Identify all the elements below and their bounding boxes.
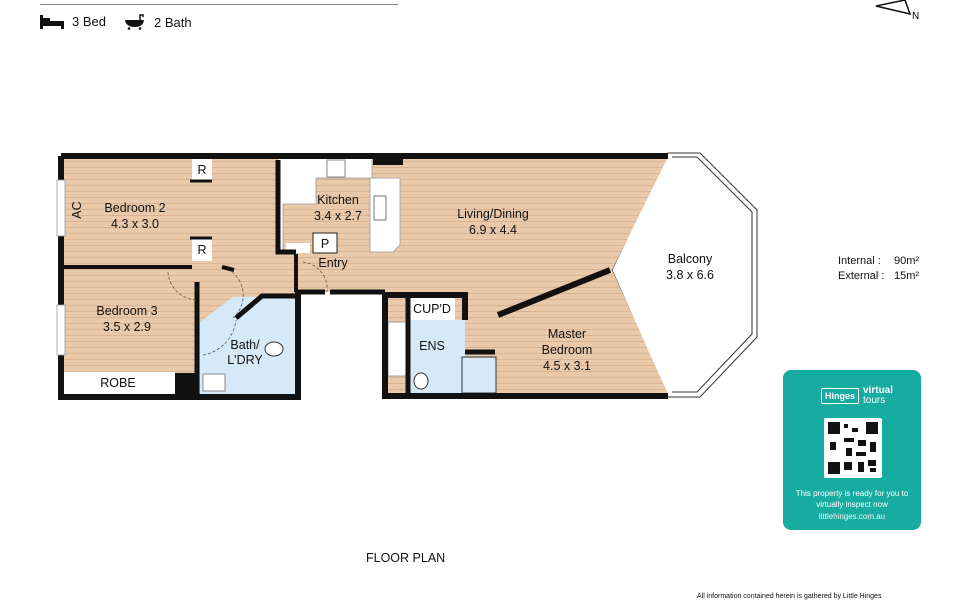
bedroom-3-label: Bedroom 3 <box>96 304 157 318</box>
shower <box>461 356 497 394</box>
robe-r2 <box>192 238 212 261</box>
r2-label: R <box>197 243 206 257</box>
r1-label: R <box>197 163 206 177</box>
laundry-sink-icon <box>202 373 226 392</box>
door-swings <box>167 261 328 356</box>
balcony-size: 3.8 x 6.6 <box>666 268 714 282</box>
cupd-label: CUP'D <box>413 302 451 316</box>
master-label-2: Bedroom <box>542 343 593 357</box>
pantry <box>312 232 338 254</box>
cooktop-icon <box>326 159 346 178</box>
balcony-label: Balcony <box>668 252 713 266</box>
kitchen-label: Kitchen <box>317 193 359 207</box>
cupboard <box>408 297 455 320</box>
balcony <box>611 152 758 398</box>
walls <box>58 153 668 400</box>
qr-code-icon <box>828 422 878 474</box>
card-url[interactable]: littlehinges.com.au <box>818 512 886 521</box>
pantry-label: P <box>321 237 329 251</box>
bed-icon <box>40 14 64 29</box>
bath-count: 2 Bath <box>124 14 192 30</box>
bedroom-2-label: Bedroom 2 <box>104 201 165 215</box>
plan-title: FLOOR PLAN <box>366 551 446 565</box>
bath-laundry-room <box>200 297 295 394</box>
bedroom-2-size: 4.3 x 3.0 <box>111 217 159 231</box>
living-label: Living/Dining <box>457 207 529 221</box>
bed-count: 3 Bed <box>40 14 106 29</box>
master-size: 4.5 x 3.1 <box>543 359 591 373</box>
vanity <box>387 321 407 377</box>
living-size: 6.9 x 4.4 <box>469 223 517 237</box>
shelf <box>286 243 310 253</box>
disclaimer: All information contained herein is gath… <box>697 593 882 600</box>
robe-r1 <box>192 158 212 181</box>
windows <box>56 179 66 356</box>
ac-label: AC <box>70 201 84 218</box>
kitchen-size: 3.4 x 2.7 <box>314 209 362 223</box>
master-label: Master <box>548 327 586 341</box>
bath-label-2: L'DRY <box>227 353 263 367</box>
robe-label: ROBE <box>100 376 135 390</box>
compass-label: N <box>912 11 919 22</box>
bath-toilet-icon <box>264 341 284 357</box>
north-compass-icon: N <box>875 0 919 22</box>
area-summary: Internal :90m² External :15m² <box>838 255 920 282</box>
bedroom-3-size: 3.5 x 2.9 <box>103 320 151 334</box>
header-rule <box>40 4 398 5</box>
entry-label: Entry <box>318 256 348 270</box>
ens-toilet-icon <box>413 372 429 390</box>
bath-label: Bath/ <box>230 338 260 352</box>
robe <box>62 372 175 394</box>
ens-label: ENS <box>419 339 445 353</box>
qr-code[interactable] <box>824 418 882 478</box>
kitchen-sink-icon <box>373 195 387 221</box>
bathtub-icon <box>125 14 144 30</box>
